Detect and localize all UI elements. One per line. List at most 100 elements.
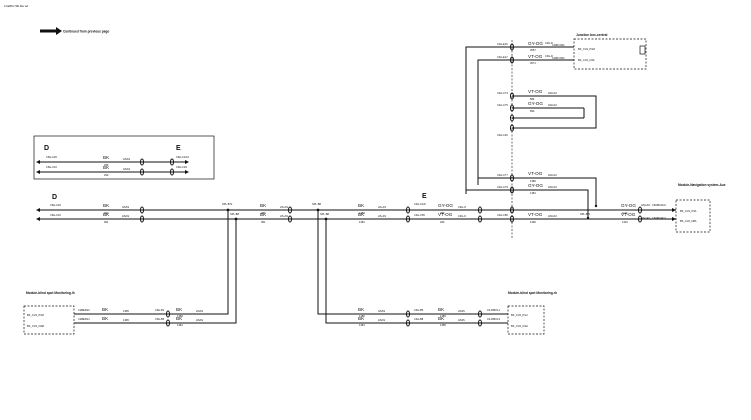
rh-seg-gauge-2: HS4S bbox=[458, 318, 465, 322]
loop1-gauge: HSCA4 bbox=[548, 91, 557, 95]
inset-bot-left-ref: C6H-C10 bbox=[46, 165, 57, 169]
lh-connectors bbox=[166, 310, 170, 327]
rh-connectors bbox=[406, 310, 482, 327]
main-bot-circuit: 991 bbox=[104, 220, 109, 224]
inset-letter-d: D bbox=[44, 145, 49, 152]
rh-end-b: C4-R8D3-2 bbox=[487, 317, 501, 321]
lh-conn-b: C2BED24 bbox=[78, 317, 90, 321]
nav-bot-color: VT-OG bbox=[621, 212, 636, 217]
inset-bot-color: BK bbox=[103, 165, 110, 170]
e-top-color: GY-OG bbox=[438, 203, 453, 208]
right-bot-circuit: 1381 bbox=[359, 220, 365, 224]
mid-bot-gauge: HS-AS bbox=[280, 214, 288, 218]
inset-bot-right-ref: C6H-C29 bbox=[176, 165, 187, 169]
main-letter-d: D bbox=[52, 194, 57, 201]
mid1-color: VT-OG bbox=[528, 171, 543, 176]
right-top-circuit: 1380 bbox=[359, 211, 365, 215]
inset-bot-circuit: 290 bbox=[104, 173, 109, 177]
rh-seg-circuit-2: 1385 bbox=[440, 323, 446, 327]
mid2-gauge: HSCA3 bbox=[548, 185, 557, 189]
mid-bot-color: BK bbox=[260, 212, 267, 217]
inset-top-color: BK bbox=[103, 155, 110, 160]
mid-top-color: BK bbox=[260, 203, 267, 208]
blind-right-title: Module-blind spot Monitoring-rh bbox=[508, 291, 557, 295]
right-bot-gauge: HS-AS bbox=[378, 214, 386, 218]
rh1-circuit: 1380 bbox=[359, 314, 365, 318]
nav-top-gauge: HSCAO bbox=[641, 203, 650, 207]
nav-top-circuit: 1116 bbox=[622, 211, 628, 215]
blind-right-box bbox=[507, 305, 545, 335]
mid1-gauge: HSCA3 bbox=[548, 173, 557, 177]
blind-right-pin-1: BK_CVA_P1H bbox=[511, 313, 528, 317]
nav-pin-1: BK_CVA_P9A bbox=[680, 209, 697, 213]
inset-arrow-icons bbox=[36, 158, 189, 176]
nav-top-color: GY-OG bbox=[621, 203, 636, 208]
main-top-circuit: 990 bbox=[104, 211, 109, 215]
mid-top-circuit: 380 bbox=[261, 211, 266, 215]
rh1-ref: C4H-B5 bbox=[414, 308, 424, 312]
lh2-color: BK bbox=[102, 316, 109, 321]
rh1-color: BK bbox=[358, 307, 365, 312]
main-bot-left-ref: C6H-C10 bbox=[50, 213, 61, 217]
top2-ref: C4H-E17 bbox=[497, 55, 508, 59]
loop-end-ref: C4H-C40 bbox=[497, 133, 508, 137]
top2-color: VT-OG bbox=[528, 54, 543, 59]
inset-letter-e: E bbox=[176, 145, 181, 152]
mid-bot-ref: SPL-B8 bbox=[230, 212, 239, 216]
blind-left-pin-2: BK_CVA_N4M bbox=[27, 324, 44, 328]
e-bot-circuit: 290 bbox=[440, 220, 445, 224]
e-top-gauge: CRL-O bbox=[458, 205, 466, 209]
rh1-gauge: HSAS bbox=[378, 309, 385, 313]
mid3-ref: C4H-C86 bbox=[497, 213, 508, 217]
rh-seg-color-1: BK bbox=[438, 307, 445, 312]
nav-conn-bot: C60RD-R11 bbox=[652, 216, 666, 220]
e-bot-gauge: CRL-O bbox=[458, 214, 466, 218]
blind-left-pin-1: BK_CVA_P1M bbox=[27, 313, 44, 317]
mid1-circuit: 1380 bbox=[530, 179, 536, 183]
inset-top-gauge: HSAS bbox=[123, 157, 130, 161]
top1-color: GY-OG bbox=[528, 41, 543, 46]
main-letter-e: E bbox=[422, 193, 427, 200]
mid1-ref: C4H-C77 bbox=[497, 173, 508, 177]
e-top-circuit: 289 bbox=[440, 211, 445, 215]
mid-top-ref: SPL-B71 bbox=[222, 202, 233, 206]
top1-circuit: 3057 bbox=[530, 48, 536, 52]
rh2-gauge: HSAS bbox=[378, 318, 385, 322]
inset-bot-gauge: HSAS bbox=[123, 167, 130, 171]
nav-bot-gauge: HSCAO bbox=[641, 216, 650, 220]
junction-pin-2: BK_CVA_N4A bbox=[578, 58, 595, 62]
inset-top-circuit: 289 bbox=[104, 163, 109, 167]
lh-seg-circuit-2: 1381 bbox=[177, 323, 183, 327]
mid3-circuit: 1390 bbox=[530, 220, 536, 224]
junction-box bbox=[573, 38, 647, 70]
main-top-left-ref: C6H-C26 bbox=[50, 203, 61, 207]
lh1-circuit: 1395 bbox=[123, 309, 129, 313]
loop2-gauge: HSCA4 bbox=[548, 103, 557, 107]
spl-nav: SPL-B71 bbox=[580, 212, 591, 216]
main-top-color: BK bbox=[103, 203, 110, 208]
blind-left-box bbox=[23, 305, 75, 335]
lh-conn-a: C2BED23 bbox=[78, 308, 90, 312]
splice-inset-box bbox=[33, 135, 215, 180]
top1-ref: C4H-E16 bbox=[497, 42, 508, 46]
mid-connectors bbox=[510, 174, 514, 194]
lh-seg-color-1: BK bbox=[176, 307, 183, 312]
mid3-color: VT-OG bbox=[528, 212, 543, 217]
main-bot-gauge: HSAS bbox=[122, 214, 129, 218]
right-top-color: BK bbox=[358, 203, 365, 208]
main-bot-color: BK bbox=[103, 212, 110, 217]
mid-top-gauge: HS-AS bbox=[280, 205, 288, 209]
rh-seg-gauge-1: HS4S bbox=[458, 309, 465, 313]
top1-gauge: CRL-D bbox=[545, 41, 553, 45]
lh-seg-color-2: BK bbox=[176, 316, 183, 321]
main-arrow-icons bbox=[36, 208, 676, 221]
mid2-color: GY-OG bbox=[528, 183, 543, 188]
loop2-ref: C4H-C75 bbox=[497, 103, 508, 107]
main-top-gauge: HSAS bbox=[122, 205, 129, 209]
right-bot-ref: SPL-B8 bbox=[320, 212, 329, 216]
mid2-ref: C4H-C79 bbox=[497, 185, 508, 189]
lh-seg-gauge-1: HSAS bbox=[196, 309, 203, 313]
rh2-color: BK bbox=[358, 316, 365, 321]
nav-bot-circuit: 1316 bbox=[622, 220, 628, 224]
